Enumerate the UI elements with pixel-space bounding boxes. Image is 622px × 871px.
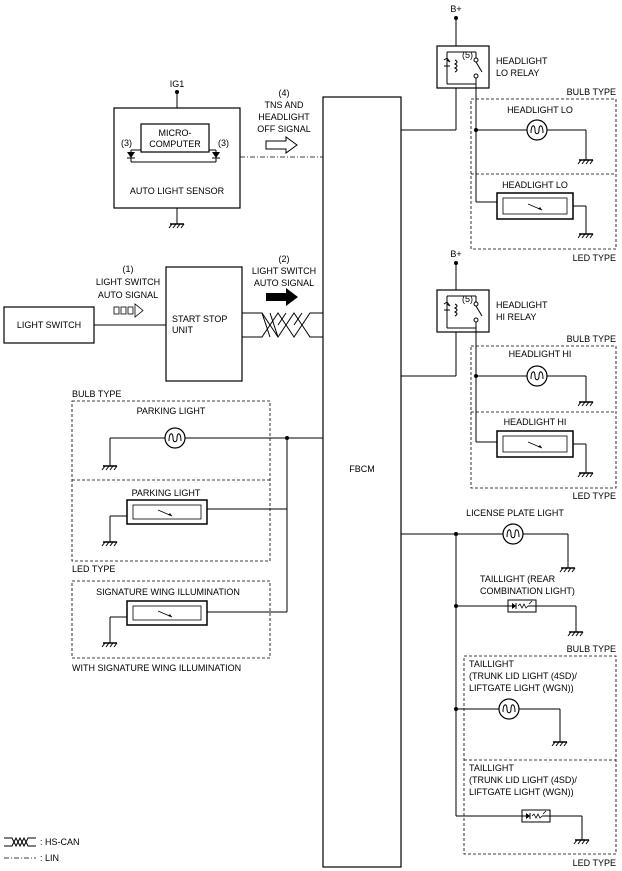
headlight-lo-bulb-icon	[526, 119, 548, 141]
bplus-hi-label: B+	[450, 249, 461, 259]
headlight-hi-led-label: HEADLIGHT HI	[504, 417, 567, 427]
marker-3-left: (3)	[121, 138, 132, 148]
parking-light-group	[71, 400, 271, 562]
taillight-rear-led-icon	[507, 599, 537, 613]
taillight-trunk-led-label-3: LIFTGATE LIGHT (WGN))	[469, 787, 574, 797]
tail-led-type-label: LED TYPE	[573, 858, 616, 868]
fbcm-label: FBCM	[349, 464, 375, 474]
photodiode-right-icon	[209, 149, 220, 162]
license-plate-label: LICENSE PLATE LIGHT	[466, 508, 564, 518]
lo-relay-label-1: HEADLIGHT	[496, 56, 548, 66]
parking-bulb-type-label: BULB TYPE	[72, 389, 121, 399]
ig1-label: IG1	[170, 79, 185, 89]
fbcm-box	[322, 96, 402, 868]
parking-led-icon	[126, 499, 208, 525]
hi-relay-marker: (5)	[462, 294, 473, 304]
hi-relay-label-1: HEADLIGHT	[496, 300, 548, 310]
signal4-num: (4)	[279, 88, 290, 98]
hi-relay-coil-icon	[443, 295, 483, 329]
hs-can-twisted-pair	[242, 312, 323, 338]
parking-light-bulb-label: PARKING LIGHT	[137, 406, 206, 416]
tail-bulb-type-label: BULB TYPE	[567, 644, 616, 654]
start-stop-unit-box	[165, 266, 243, 382]
bplus-lo-label: B+	[450, 4, 461, 14]
hi-led-type-label: LED TYPE	[573, 491, 616, 501]
taillight-trunk-group	[463, 655, 617, 855]
taillight-trunk-bulb-label-1: TAILLIGHT	[469, 659, 514, 669]
taillight-trunk-led-icon	[521, 809, 551, 823]
signal1-line1: LIGHT SWITCH	[96, 277, 160, 287]
signal4-arrow-icon	[265, 136, 298, 154]
taillight-trunk-bulb-icon	[498, 698, 520, 720]
lo-relay-marker: (5)	[462, 50, 473, 60]
microcomputer-label-1: MICRO-	[159, 128, 192, 138]
auto-light-sensor-label: AUTO LIGHT SENSOR	[130, 186, 225, 196]
microcomputer-box	[140, 123, 210, 153]
signal4-line1: TNS AND	[264, 100, 304, 110]
photodiode-left-icon	[127, 149, 141, 162]
signature-wing-group	[71, 580, 271, 659]
signal2-arrow-icon	[266, 288, 298, 306]
signature-wing-led-icon	[126, 600, 208, 626]
taillight-rear-label-1: TAILLIGHT (REAR	[480, 574, 556, 584]
start-stop-label-1: START STOP	[172, 314, 227, 324]
headlight-lo-led-icon	[496, 192, 574, 220]
hi-relay-box	[436, 289, 490, 333]
signal1-num: (1)	[123, 264, 134, 274]
signal1-line2: AUTO SIGNAL	[98, 290, 158, 300]
signal2-num: (2)	[279, 254, 290, 264]
signal4-line3: OFF SIGNAL	[257, 124, 311, 134]
signal4-line2: HEADLIGHT	[258, 112, 310, 122]
hs-can-legend-label: : HS-CAN	[40, 837, 80, 847]
headlight-lo-led-label: HEADLIGHT LO	[502, 180, 568, 190]
marker-3-right: (3)	[218, 138, 229, 148]
headlight-hi-bulb-icon	[526, 365, 548, 387]
taillight-trunk-led-label-2: (TRUNK LID LIGHT (4SD)/	[469, 775, 577, 785]
signal2-line1: LIGHT SWITCH	[252, 266, 316, 276]
start-stop-label-2: UNIT	[172, 325, 193, 335]
parking-light-led-label: PARKING LIGHT	[132, 488, 201, 498]
headlight-hi-group	[470, 345, 617, 489]
hi-bulb-type-label: BULB TYPE	[567, 334, 616, 344]
headlight-hi-bulb-label: HEADLIGHT HI	[509, 349, 572, 359]
with-signature-wing-label: WITH SIGNATURE WING ILLUMINATION	[72, 663, 241, 673]
signal1-arrow-icon	[113, 303, 144, 318]
light-switch-label: LIGHT SWITCH	[17, 320, 81, 330]
taillight-trunk-bulb-label-3: LIFTGATE LIGHT (WGN))	[469, 683, 574, 693]
lo-relay-box	[436, 45, 490, 89]
lin-legend-label: : LIN	[40, 853, 59, 863]
headlight-lo-bulb-label: HEADLIGHT LO	[507, 105, 573, 115]
lo-relay-label-2: LO RELAY	[496, 68, 539, 78]
hi-relay-label-2: HI RELAY	[496, 312, 536, 322]
license-plate-bulb-icon	[502, 523, 524, 545]
parking-bulb-icon	[164, 427, 186, 449]
parking-led-type-label: LED TYPE	[72, 564, 115, 574]
taillight-trunk-bulb-label-2: (TRUNK LID LIGHT (4SD)/	[469, 671, 577, 681]
signature-wing-label: SIGNATURE WING ILLUMINATION	[96, 587, 240, 597]
taillight-rear-label-2: COMBINATION LIGHT)	[480, 586, 575, 596]
lo-led-type-label: LED TYPE	[573, 253, 616, 263]
light-switch-box	[3, 306, 95, 344]
headlight-hi-led-icon	[496, 430, 574, 458]
signal2-line2: AUTO SIGNAL	[254, 278, 314, 288]
lo-bulb-type-label: BULB TYPE	[567, 87, 616, 97]
microcomputer-label-2: COMPUTER	[149, 139, 201, 149]
hs-can-legend-icon	[4, 836, 36, 848]
lo-relay-coil-icon	[443, 51, 483, 85]
taillight-trunk-led-label-1: TAILLIGHT	[469, 763, 514, 773]
